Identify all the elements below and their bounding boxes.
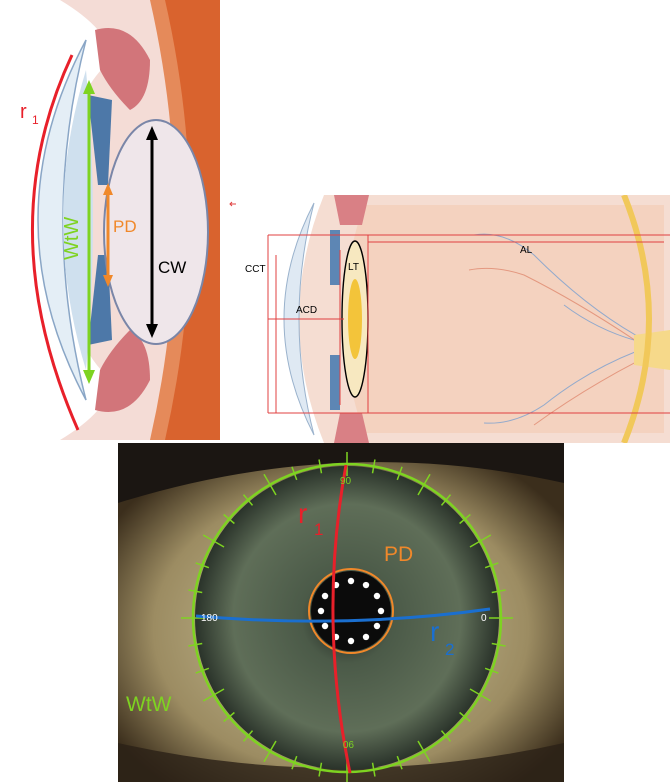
keratometer-dot xyxy=(348,578,354,584)
optic-nerve xyxy=(634,330,670,370)
whole-eye-illustration: CCT LT ACD AL xyxy=(234,195,670,443)
lens-nucleus xyxy=(348,279,362,359)
keratometer-dot xyxy=(318,608,324,614)
axis-label-top: 90 xyxy=(340,476,352,487)
wtw-arrow-bottom-icon xyxy=(83,370,95,384)
keratometer-dot xyxy=(374,623,380,629)
r1-subscript: 1 xyxy=(32,113,39,127)
pd-label-photo: PD xyxy=(384,543,413,566)
eye-photograph-overlay: 90 90 180 0 r 1 PD r 2 WtW xyxy=(118,443,564,782)
axis-label-bottom: 90 xyxy=(342,738,354,749)
r2-subscript-photo: 2 xyxy=(445,640,454,659)
r1-label: r xyxy=(20,101,27,123)
keratometer-dot xyxy=(322,593,328,599)
keratometer-dot xyxy=(374,593,380,599)
axis-label-right: 0 xyxy=(481,613,487,624)
wtw-label: WtW xyxy=(61,217,83,260)
wtw-label-photo: WtW xyxy=(126,693,172,716)
cct-label: CCT xyxy=(245,264,266,275)
keratometer-dot xyxy=(322,623,328,629)
vitreous-body xyxy=(344,205,664,433)
r1-subscript-photo: 1 xyxy=(314,520,323,539)
anterior-eye-cross-section: r 1 WtW PD CW xyxy=(0,0,220,440)
anterior-eye-illustration: r 1 WtW PD CW xyxy=(0,0,220,440)
iris-bottom-b xyxy=(330,355,340,410)
cw-label: CW xyxy=(158,258,186,277)
eye-photo-illustration: 90 90 180 0 r 1 PD r 2 WtW xyxy=(118,443,564,782)
keratometer-dot xyxy=(363,634,369,640)
r2-label-photo: r xyxy=(430,616,439,647)
axis-label-left: 180 xyxy=(201,613,218,624)
keratometer-dot xyxy=(378,608,384,614)
al-label: AL xyxy=(520,245,533,256)
pd-label: PD xyxy=(113,217,137,236)
r1-label-photo: r xyxy=(298,498,307,529)
keratometer-dot xyxy=(348,638,354,644)
keratometer-dot xyxy=(363,582,369,588)
iris-top-b xyxy=(330,230,340,285)
acd-label: ACD xyxy=(296,305,317,316)
lt-label: LT xyxy=(348,262,359,273)
whole-eye-biometry-diagram: CCT LT ACD AL xyxy=(234,195,670,443)
